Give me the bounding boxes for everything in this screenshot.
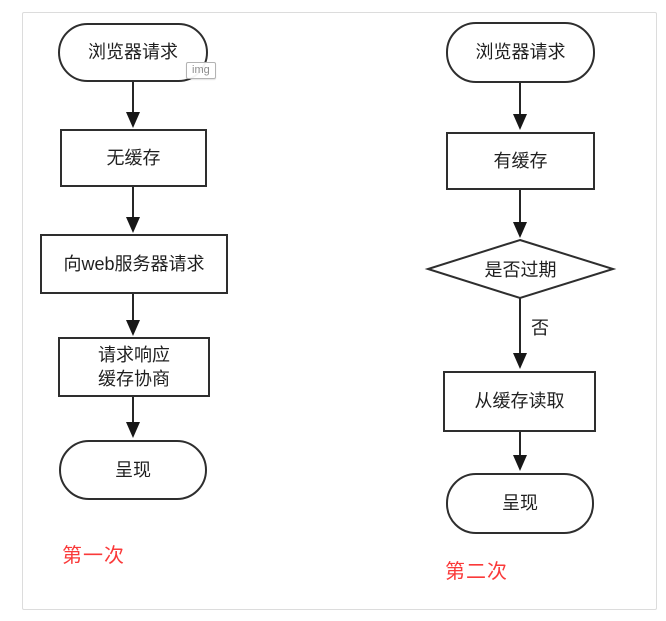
edge-label-no: 否: [531, 318, 549, 338]
arrow-left-4: [126, 397, 140, 438]
decision-expired-label: 是否过期: [484, 260, 557, 280]
node-request-web-server: 向web服务器请求: [40, 234, 228, 294]
arrow-left-1: [126, 82, 140, 128]
arrow-right-4: [513, 432, 527, 471]
arrow-right-1: [513, 83, 527, 130]
diagram-frame: [22, 12, 657, 610]
caption-second-time: 第二次: [445, 561, 508, 583]
arrow-left-2: [126, 187, 140, 233]
node-render-first: 呈现: [59, 440, 207, 500]
node-render-second: 呈现: [446, 473, 594, 534]
arrow-left-3: [126, 294, 140, 336]
node-has-cache: 有缓存: [446, 132, 595, 190]
node-response-cache-negotiation: 请求响应 缓存协商: [58, 337, 210, 397]
node-no-cache: 无缓存: [60, 129, 207, 187]
node-read-from-cache: 从缓存读取: [443, 371, 596, 432]
arrow-right-3: [513, 298, 527, 369]
caption-first-time: 第一次: [62, 545, 125, 567]
img-hover-badge: img: [186, 62, 216, 79]
decision-diamond: [424, 238, 617, 300]
node-browser-request-second: 浏览器请求: [446, 22, 595, 83]
node-browser-request-first: 浏览器请求: [58, 23, 208, 82]
arrow-right-2: [513, 190, 527, 238]
